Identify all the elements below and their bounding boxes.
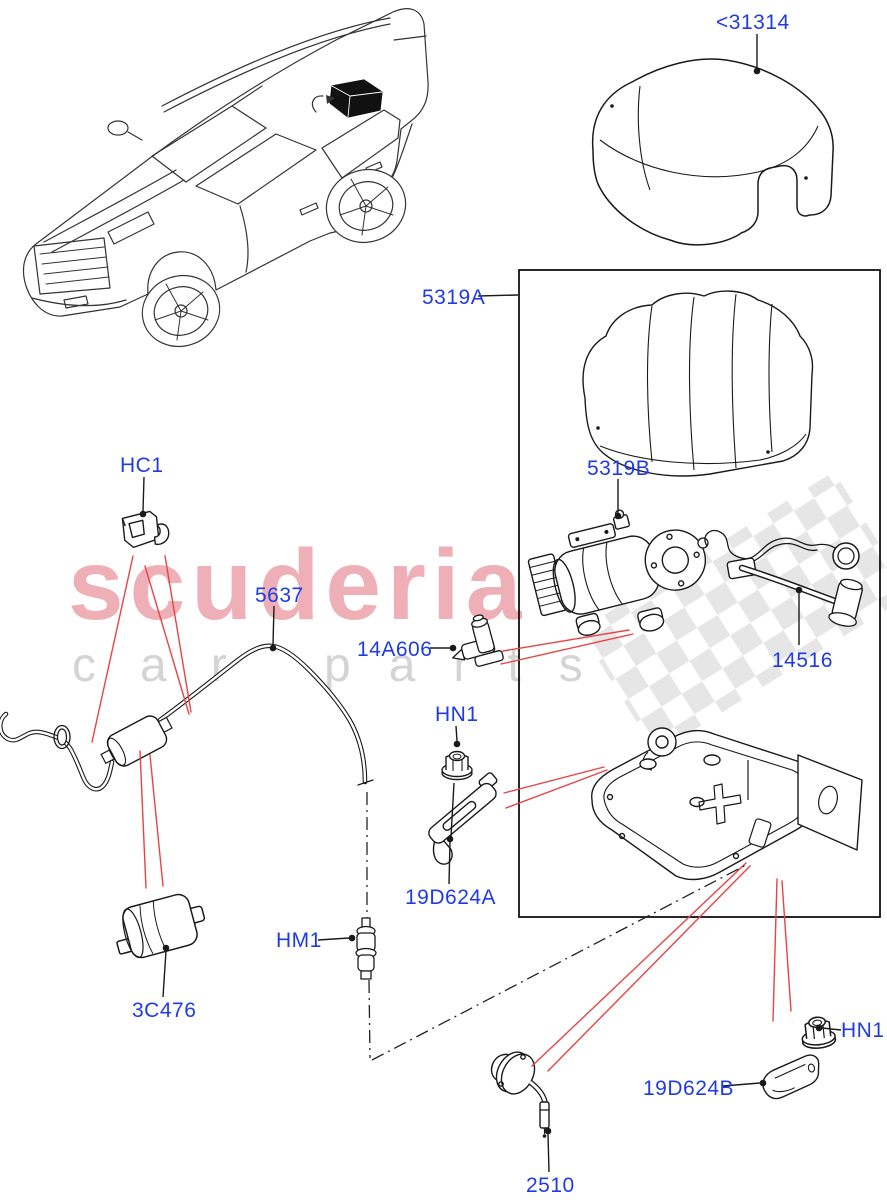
compressor-cover-drawing [582,290,814,477]
silencer-drawing [116,893,206,959]
part-label-5637[interactable]: 5637 [255,584,304,607]
part-label-19D624B[interactable]: 19D624B [643,1077,735,1100]
cover-31314-drawing [591,58,834,246]
part-label-HM1[interactable]: HM1 [276,929,322,952]
watermark-checker-flag [579,471,887,754]
watermark-sub-left: car [72,639,271,692]
air-tube-drawing [0,643,374,792]
part-label-5319A[interactable]: 5319A [422,286,486,309]
compressor-drawing [527,509,707,636]
part-label-3C476[interactable]: 3C476 [132,999,197,1022]
pointer-lines-red [91,555,792,1072]
tube-clip-drawing [121,510,170,549]
wiring-harness-drawing [697,529,863,627]
leader-lines [139,34,842,1173]
solenoid-valve-drawing [452,614,504,667]
part-label-5319B[interactable]: 5319B [587,457,651,480]
part-label-31314[interactable]: <31314 [716,11,790,34]
mounting-tray-drawing [591,727,863,881]
valve-2510-drawing [490,1051,550,1138]
part-label-14A606[interactable]: 14A606 [357,638,433,661]
routing-dash-dot-lines [366,792,749,1061]
nut-top-drawing [441,750,473,781]
part-label-HN1-top[interactable]: HN1 [435,703,479,726]
vehicle-illustration [22,8,429,348]
part-label-HC1[interactable]: HC1 [120,454,164,477]
part-label-HN1-bottom[interactable]: HN1 [841,1019,885,1042]
part-label-19D624A[interactable]: 19D624A [405,886,497,909]
compressor-location-marker [311,79,383,118]
part-label-14516[interactable]: 14516 [772,649,833,672]
part-label-2510[interactable]: 2510 [526,1174,575,1197]
nut-bottom-drawing [799,1014,837,1051]
watermark-brand: scuderia [68,529,528,641]
bracket-b-drawing [762,1054,820,1100]
bracket-a-drawing [428,772,498,865]
tube-connector-drawing [355,917,377,980]
